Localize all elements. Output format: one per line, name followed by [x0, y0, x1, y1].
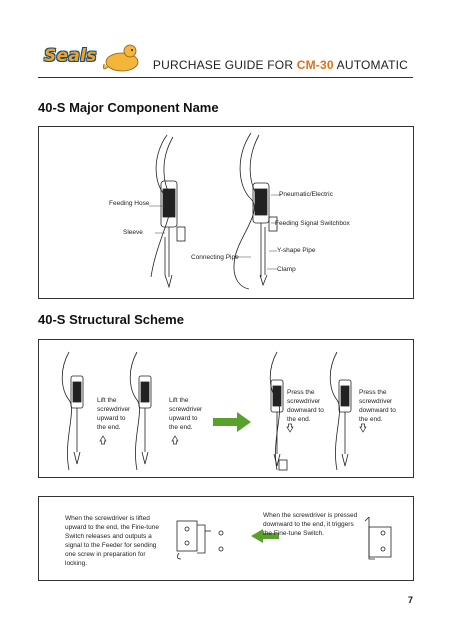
- switch-triggered-illustration: [364, 516, 392, 560]
- seals-logo: Seals: [38, 40, 144, 76]
- page-number: 7: [407, 595, 413, 605]
- section-title-scheme: 40-S Structural Scheme: [38, 312, 184, 327]
- green-right-arrow-icon: [213, 412, 251, 432]
- label-y-shape-pipe: Y-shape Pipe: [277, 247, 316, 254]
- down-arrow-icon: [359, 423, 367, 433]
- label-sleeve: Sleeve: [123, 229, 143, 236]
- tool-sketch-2: [129, 351, 152, 471]
- label-connecting-pipe: Connecting Pipe: [191, 254, 239, 261]
- scheme-illustration: [61, 351, 367, 471]
- scheme-diagram-box: Lift the screwdriver upward to the end. …: [38, 339, 414, 478]
- down-arrow-icon: [286, 423, 294, 433]
- header-title: PURCHASE GUIDE FOR CM-30 AUTOMATIC: [152, 58, 408, 72]
- lifted-description: When the screwdriver is lifted upward to…: [65, 515, 159, 567]
- model-name: CM-30: [296, 58, 334, 72]
- step-4-caption: Press the screwdriver downward to the en…: [359, 389, 396, 423]
- switch-diagram-box: When the screwdriver is lifted upward to…: [38, 496, 414, 581]
- up-arrow-icon: [99, 435, 107, 445]
- seal-mascot-icon: [103, 44, 139, 72]
- logo-text: Seals: [44, 46, 97, 66]
- pressed-description: When the screwdriver is pressed downward…: [263, 512, 358, 537]
- label-pneumatic-electric: Pneumatic/Electric: [279, 191, 333, 198]
- green-left-arrow-icon: [251, 529, 279, 543]
- label-clamp: Clamp: [277, 266, 296, 273]
- label-feeding-signal-switchbox: Feeding Signal Switchbox: [275, 220, 350, 227]
- step-3-caption: Press the screwdriver downward to the en…: [287, 389, 324, 423]
- tool-sketch-1: [61, 351, 84, 471]
- step-2-caption: Lift the screwdriver upward to the end.: [169, 397, 203, 431]
- switch-released-illustration: [176, 520, 224, 560]
- components-diagram-box: Feeding Hose Sleeve Connecting Pipe Pneu…: [38, 126, 414, 299]
- section-title-components: 40-S Major Component Name: [38, 100, 219, 115]
- up-arrow-icon: [171, 435, 179, 445]
- label-feeding-hose: Feeding Hose: [109, 200, 150, 207]
- step-1-caption: Lift the screwdriver upward to the end.: [97, 397, 131, 431]
- tool-sketch-3: [269, 351, 288, 471]
- screwdriver-components-illustration: [149, 132, 281, 290]
- header-divider: [38, 77, 413, 78]
- tool-sketch-4: [329, 351, 352, 471]
